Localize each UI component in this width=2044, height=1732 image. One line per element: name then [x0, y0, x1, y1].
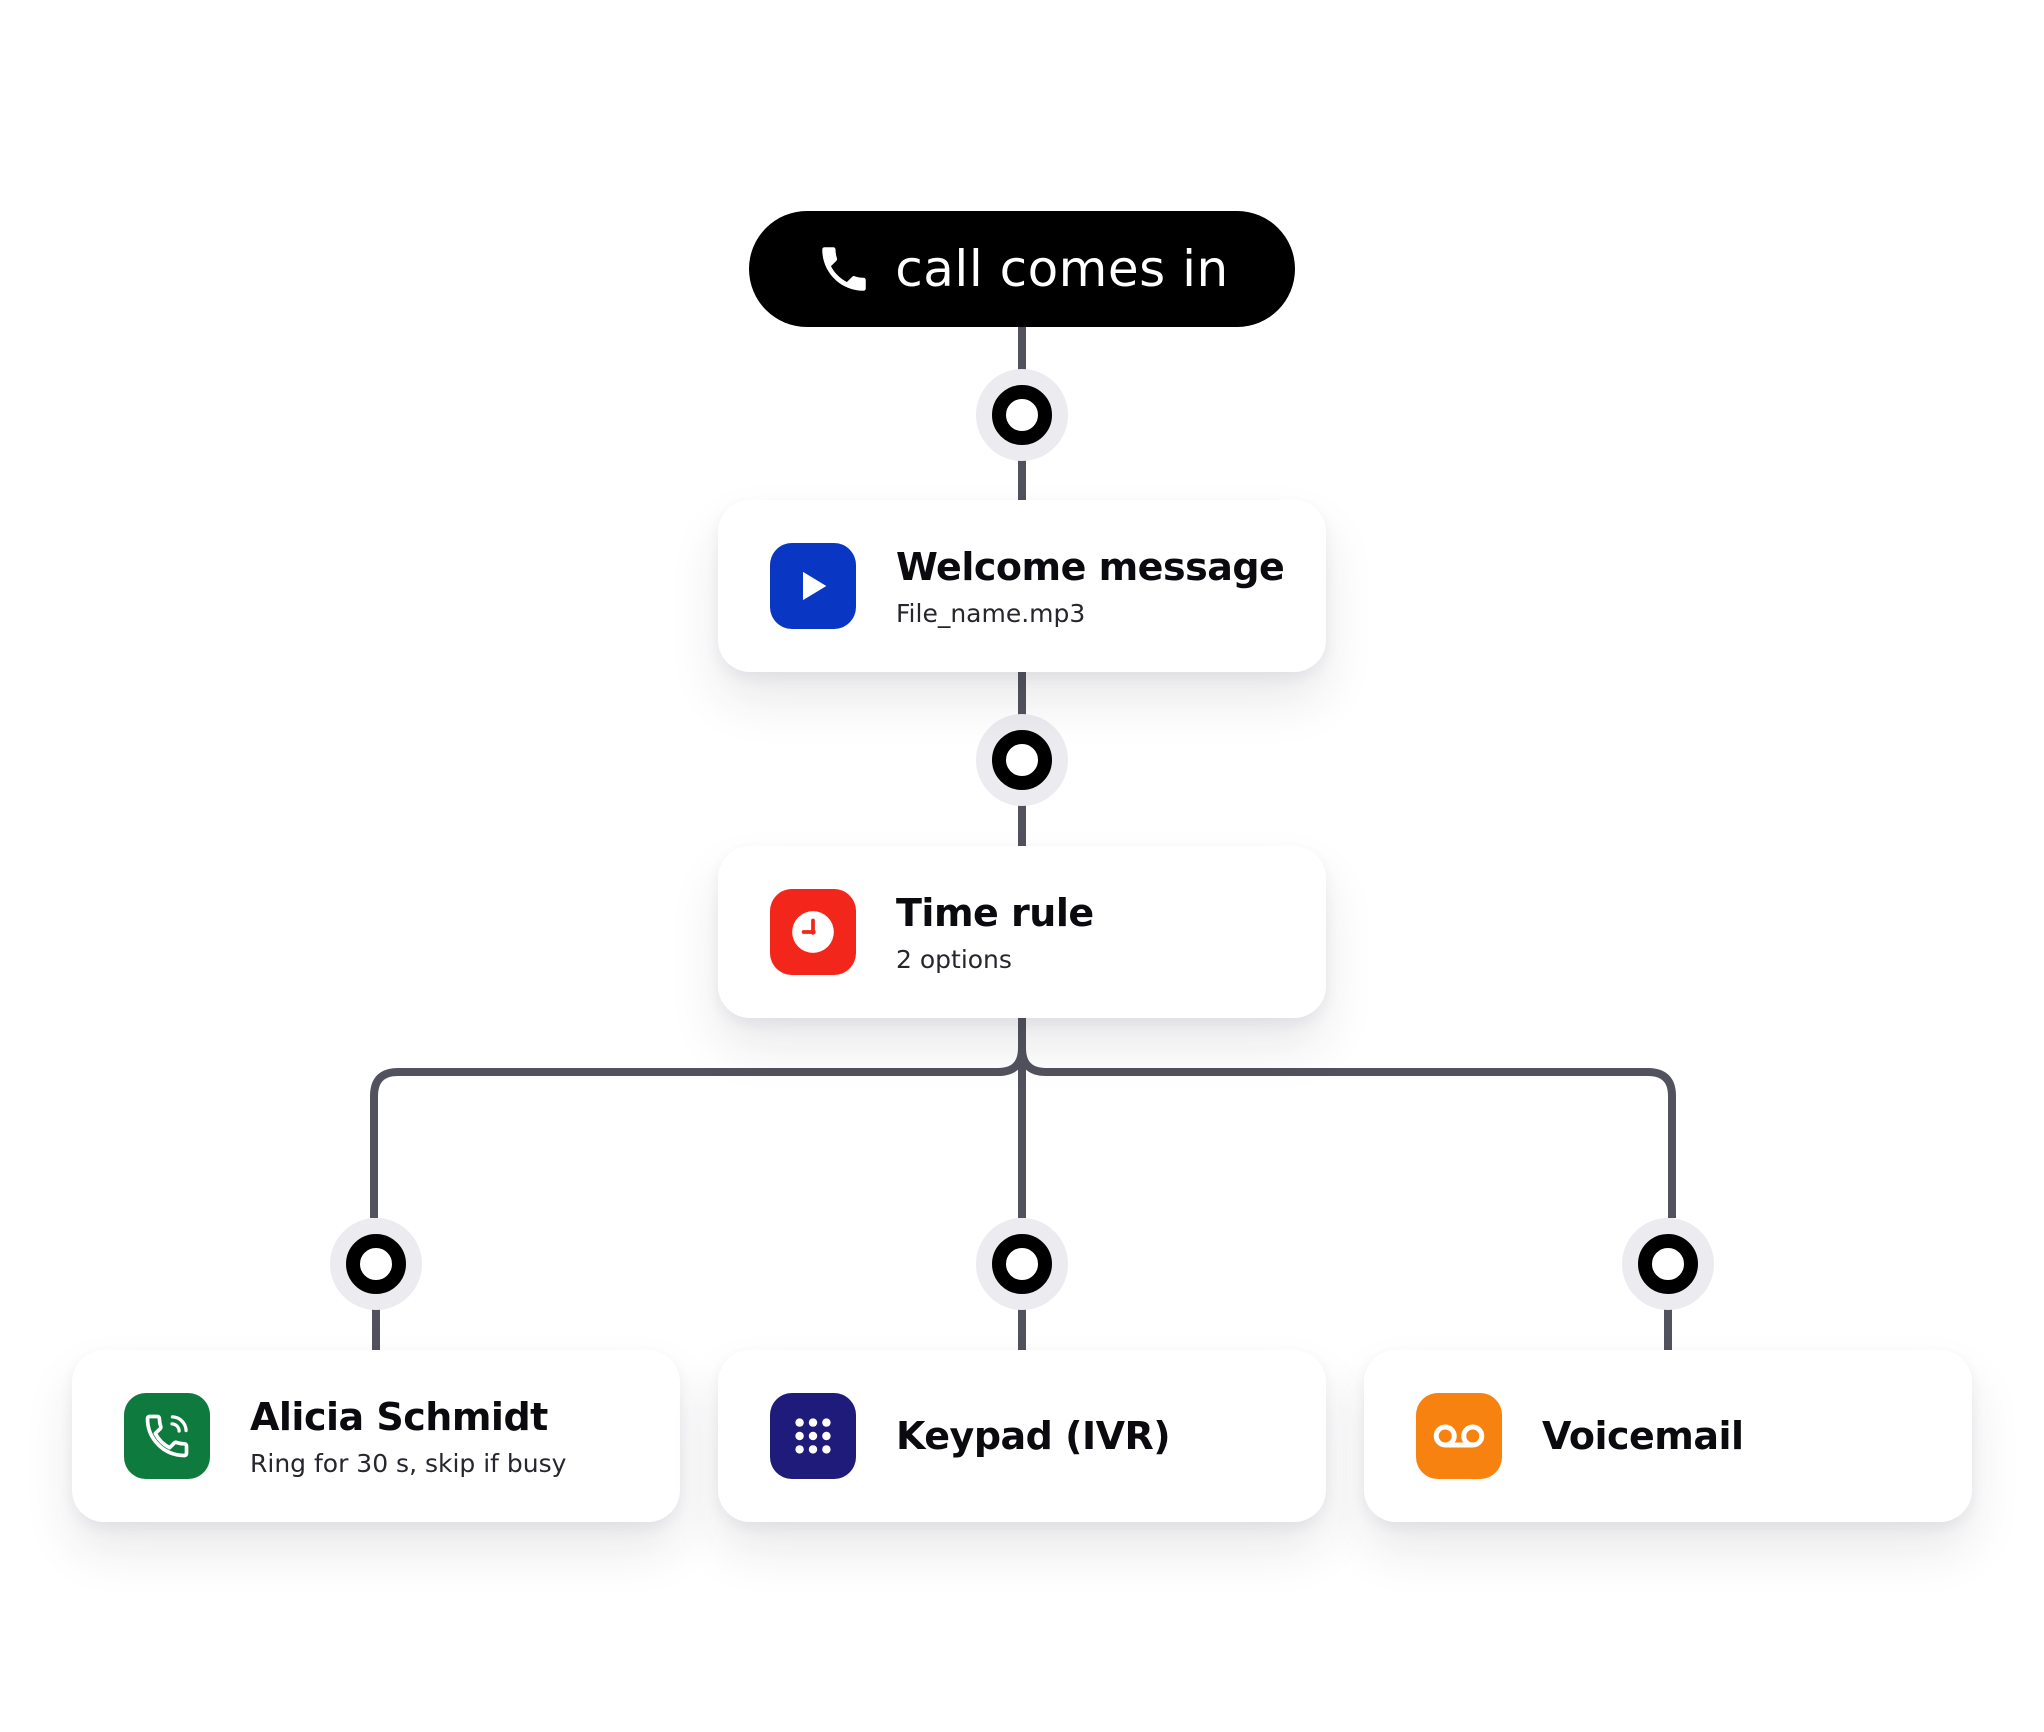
- voicemail-icon: [1416, 1393, 1502, 1479]
- time-rule-title: Time rule: [896, 890, 1094, 935]
- welcome-message-card[interactable]: Welcome message File_name.mp3: [718, 500, 1326, 672]
- alicia-schmidt-title: Alicia Schmidt: [250, 1394, 548, 1439]
- add-step-junction-1[interactable]: [976, 369, 1068, 461]
- clock-icon: [770, 889, 856, 975]
- connector-time-rule-to-voicemail: [1018, 1018, 1676, 1218]
- connector-time-rule-to-agent: [370, 1018, 1026, 1218]
- welcome-message-title: Welcome message: [896, 544, 1285, 589]
- alicia-schmidt-card[interactable]: Alicia Schmidt Ring for 30 s, skip if bu…: [72, 1350, 680, 1522]
- welcome-message-subtitle: File_name.mp3: [896, 598, 1086, 628]
- add-step-junction-keypad[interactable]: [976, 1218, 1068, 1310]
- add-step-junction-agent[interactable]: [330, 1218, 422, 1310]
- alicia-schmidt-subtitle: Ring for 30 s, skip if busy: [250, 1448, 567, 1478]
- phone-icon: [815, 240, 873, 298]
- play-icon: [770, 543, 856, 629]
- phone-ringing-icon: [124, 1393, 210, 1479]
- add-step-junction-voicemail[interactable]: [1622, 1218, 1714, 1310]
- time-rule-subtitle: 2 options: [896, 944, 1012, 974]
- voicemail-card[interactable]: Voicemail: [1364, 1350, 1972, 1522]
- keypad-ivr-card[interactable]: Keypad (IVR): [718, 1350, 1326, 1522]
- call-comes-in-pill[interactable]: call comes in: [749, 211, 1295, 327]
- voicemail-title: Voicemail: [1542, 1414, 1744, 1458]
- add-step-junction-2[interactable]: [976, 714, 1068, 806]
- keypad-icon: [770, 1393, 856, 1479]
- start-label: call comes in: [895, 240, 1229, 298]
- keypad-ivr-title: Keypad (IVR): [896, 1414, 1171, 1458]
- time-rule-card[interactable]: Time rule 2 options: [718, 846, 1326, 1018]
